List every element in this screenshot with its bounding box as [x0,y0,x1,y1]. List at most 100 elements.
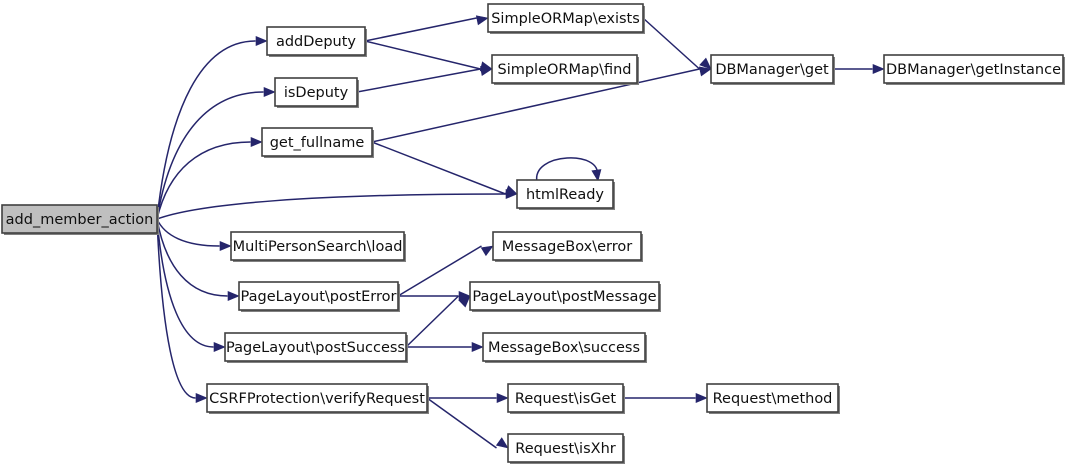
node-box[interactable] [883,54,1064,84]
edge-add_member_action-to-get_fullname [156,136,263,220]
node-box[interactable] [492,231,642,261]
node-box[interactable] [469,281,660,311]
edge-Request_isGet-to-Request_method [623,392,708,404]
node-box[interactable] [487,3,644,33]
edge-add_member_action-to-isDeputy [156,86,276,220]
node-box[interactable] [224,332,407,362]
edge-addDeputy-to-SimpleORMap_find [364,40,493,72]
edge-DBManager_get-to-DBManager_getInstance [833,63,885,75]
node-box[interactable] [482,332,646,362]
node-label: isDeputy [284,85,349,101]
edge-arrowhead [695,392,708,404]
node-label: addDeputy [276,34,356,50]
edge-arrowhead [699,57,712,70]
graph-node-Request_isGet[interactable]: Request\isGet [507,383,625,414]
edge-addDeputy-to-SimpleORMap_exists [364,15,489,42]
edge-add_member_action-to-PageLayout_postSuccess [156,218,226,353]
edge-SimpleORMap_exists-to-DBManager_get [642,17,712,70]
graph-node-addDeputy[interactable]: addDeputy [266,26,367,57]
graph-node-Request_method[interactable]: Request\method [706,383,840,414]
graph-node-PageLayout_postMessage[interactable]: PageLayout\postMessage [469,281,661,312]
graph-node-MessageBox_error[interactable]: MessageBox\error [492,231,643,262]
node-label: PageLayout\postMessage [472,289,656,305]
node-label: get_fullname [270,135,365,151]
node-label: DBManager\getInstance [886,62,1061,78]
node-box[interactable] [491,54,638,84]
graph-node-SimpleORMap_exists[interactable]: SimpleORMap\exists [487,3,645,34]
node-label: MultiPersonSearch\load [233,239,403,255]
graph-node-PageLayout_postError[interactable]: PageLayout\postError [238,281,400,312]
edge-isDeputy-to-SimpleORMap_find [356,66,493,93]
edge-arrowhead [479,66,493,77]
edge-add_member_action-to-addDeputy [156,35,268,220]
node-label: add_member_action [6,212,154,228]
edge-layer [156,15,885,449]
node-label: MessageBox\error [502,239,633,255]
edge-CSRFProtection_verifyRequest-to-Request_isXhr [426,397,509,449]
node-layer: add_member_action addDeputy isDeputy get_fu… [1,3,1065,464]
node-label: CSRFProtection\verifyRequest [209,391,425,407]
graph-node-Request_isXhr[interactable]: Request\isXhr [507,433,625,464]
graph-node-MessageBox_success[interactable]: MessageBox\success [482,332,647,363]
node-box[interactable] [266,26,366,56]
edge-arrowhead [263,86,276,98]
edge-arrowhead [480,245,494,257]
node-label: DBManager\get [715,62,829,78]
graph-node-DBManager_getInstance[interactable]: DBManager\getInstance [883,54,1065,85]
graph-node-add_member_action[interactable]: add_member_action [1,204,159,235]
graph-node-SimpleORMap_find[interactable]: SimpleORMap\find [491,54,639,85]
graph-node-DBManager_get[interactable]: DBManager\get [710,54,835,85]
graph-node-CSRFProtection_verifyRequest[interactable]: CSRFProtection\verifyRequest [206,383,429,414]
node-box[interactable] [1,204,158,234]
node-box[interactable] [710,54,834,84]
node-box[interactable] [516,179,614,209]
graph-node-MultiPersonSearch_load[interactable]: MultiPersonSearch\load [230,231,406,262]
node-label: MessageBox\success [488,340,640,356]
node-box[interactable] [238,281,399,311]
edge-add_member_action-to-PageLayout_postError [156,218,240,302]
edge-arrowhead [495,437,509,449]
graph-node-htmlReady[interactable]: htmlReady [516,179,615,210]
graph-node-isDeputy[interactable]: isDeputy [274,77,359,108]
node-box[interactable] [706,383,839,413]
node-label: PageLayout\postSuccess [226,340,405,356]
edge-arrowhead [698,66,712,77]
edge-add_member_action-to-htmlReady [156,188,518,220]
node-label: Request\isXhr [515,441,615,457]
edge-PageLayout_postSuccess-to-PageLayout_postMessage [405,295,471,348]
edge-arrowhead [219,240,232,252]
graph-node-PageLayout_postSuccess[interactable]: PageLayout\postSuccess [224,332,408,363]
edge-add_member_action-to-MultiPersonSearch_load [156,218,232,252]
node-box[interactable] [507,383,624,413]
node-box[interactable] [230,231,405,261]
edge-arrowhead [227,290,240,302]
edge-arrowhead [471,341,484,353]
edge-arrowhead [213,341,226,353]
edge-arrowhead [195,392,208,404]
node-box[interactable] [206,383,428,413]
node-box[interactable] [261,127,373,157]
node-box[interactable] [274,77,358,107]
edge-arrowhead [591,169,602,182]
node-box[interactable] [507,433,624,463]
edge-get_fullname-to-DBManager_get [371,66,712,143]
edge-add_member_action-to-CSRFProtection_verifyRequest [156,218,208,404]
edge-arrowhead [255,35,268,47]
edge-PageLayout_postError-to-MessageBox_error [397,245,494,297]
node-label: Request\method [713,391,833,407]
edge-PageLayout_postSuccess-to-MessageBox_success [406,341,484,353]
edge-arrowhead [458,295,471,308]
edge-arrowhead [504,185,518,195]
node-label: htmlReady [526,187,604,203]
edge-arrowhead [872,63,885,75]
edge-get_fullname-to-htmlReady [371,141,518,195]
node-label: PageLayout\postError [241,289,397,305]
graph-node-get_fullname[interactable]: get_fullname [261,127,374,158]
node-label: SimpleORMap\find [497,62,631,78]
edge-arrowhead [250,136,263,148]
edge-PageLayout_postError-to-PageLayout_postMessage [398,290,471,302]
edge-arrowhead [496,392,509,404]
edge-CSRFProtection_verifyRequest-to-Request_isGet [427,392,509,404]
